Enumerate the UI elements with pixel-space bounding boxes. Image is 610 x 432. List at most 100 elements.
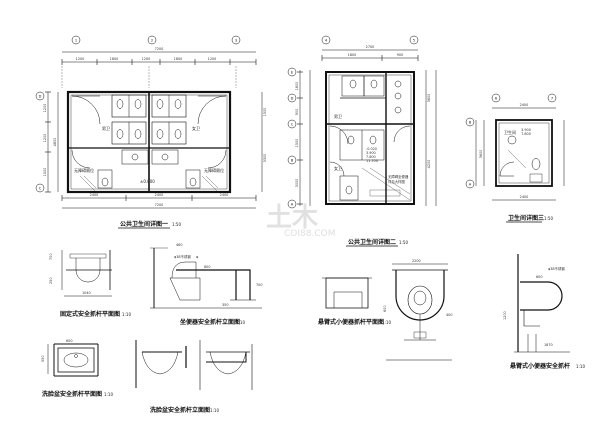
plan-1 bbox=[45, 51, 263, 209]
detail-2-title-text: 坐便器安全抓杆立面图 bbox=[180, 318, 240, 326]
axis-label: C bbox=[39, 186, 42, 190]
note-label: φ38不锈钢 bbox=[548, 266, 565, 271]
plan1-scale: 1:50 bbox=[172, 222, 181, 227]
watermark-logo-text: 土木 bbox=[266, 203, 318, 233]
plan-2 bbox=[297, 49, 437, 206]
axis-label: E bbox=[291, 70, 294, 74]
detail-2-title: 坐便器安全抓杆立面图 1:10 bbox=[180, 318, 245, 326]
axis-label: D bbox=[291, 96, 294, 100]
dim-text: 1800 bbox=[348, 53, 357, 57]
axis-label: A bbox=[469, 182, 472, 186]
level-label: 7.800 bbox=[366, 155, 376, 159]
axis-label: D bbox=[39, 94, 42, 98]
dim-text: 1800 bbox=[295, 82, 299, 91]
plan1-title-text: 公共卫生间详图一 bbox=[120, 220, 168, 228]
dim-text: 600 bbox=[536, 275, 542, 279]
detail-1-title-text: 固定式安全抓杆平面图 bbox=[60, 310, 120, 318]
axis-label: 6 bbox=[495, 96, 498, 100]
level-label: -0.020 bbox=[366, 147, 377, 151]
dim-text: 1500 bbox=[263, 108, 267, 117]
detail-6-title: 悬臂式小便器安全抓杆 1:10 bbox=[509, 362, 585, 370]
dim-text: 2700 bbox=[366, 45, 375, 49]
plan3-dimensions: 2400 2400 3600 卫生间 3.900 7.800 bbox=[479, 103, 531, 199]
watermark: 土木 COI88.COM bbox=[266, 203, 335, 239]
dim-text: 700 bbox=[49, 254, 53, 260]
detail-5-title-text: 悬臂式小便器抓杆平面图 bbox=[317, 318, 384, 326]
dim-text: 250 bbox=[49, 278, 53, 284]
dim-text: 3600 bbox=[427, 94, 431, 103]
detail-4-title-text: 洗脸盆安全抓杆立面图 bbox=[150, 406, 210, 414]
level-label: 11.700 bbox=[366, 159, 378, 163]
plan3-axis-labels: 6 7 B A bbox=[469, 96, 553, 186]
dim-text: 1200 bbox=[43, 134, 47, 143]
plan2-title-text: 公共卫生间详图二 bbox=[348, 238, 396, 246]
plan2-dimensions: 2700 1800 900 1800 900 1500 3000 3600 42… bbox=[295, 45, 431, 187]
plan3-axis-bubbles bbox=[465, 93, 557, 189]
detail-3-title: 洗脸盆安全抓杆平面图 1:10 bbox=[42, 390, 113, 398]
dim-text: 1200 bbox=[43, 104, 47, 113]
room-label: 卫生间 bbox=[504, 129, 516, 135]
plan3-title-text: 卫生间详图三 bbox=[508, 214, 544, 222]
detail-5-left bbox=[322, 277, 372, 309]
dim-text: 4800 bbox=[53, 138, 57, 147]
detail-3-dims: 600 550 bbox=[41, 339, 72, 362]
plan-3 bbox=[475, 107, 565, 201]
axis-label: 4 bbox=[325, 38, 328, 42]
detail-2-dims: 460 800 700 350 φ φ38不锈钢 bbox=[174, 243, 262, 307]
dim-text: 7200 bbox=[155, 203, 164, 207]
note-label: 无障碍坐便器 bbox=[388, 174, 409, 179]
dim-text: 4200 bbox=[427, 160, 431, 169]
dim-text: 550 bbox=[41, 356, 45, 362]
plan3-title: 卫生间详图三 1:50 bbox=[506, 214, 553, 223]
level-label: ±0.000 bbox=[140, 179, 155, 184]
detail-6 bbox=[514, 254, 570, 353]
dim-text: 1500 bbox=[295, 139, 299, 148]
axis-label: 7 bbox=[551, 96, 553, 100]
axis-label: 5 bbox=[413, 38, 415, 42]
dim-text: 700 bbox=[256, 283, 262, 287]
detail-5-scale: 1:10 bbox=[382, 320, 391, 325]
dim-text: 3600 bbox=[479, 150, 483, 159]
level-label: 3.900 bbox=[366, 151, 376, 155]
detail-1-title: 固定式安全抓杆平面图 1:10 bbox=[60, 310, 131, 318]
dim-text: 1200 bbox=[208, 57, 217, 61]
dim-text: 3300 bbox=[263, 154, 267, 163]
plan1-dimensions: 7200 1200 1800 1200 1800 1200 2400 2400 … bbox=[43, 47, 267, 207]
dim-text: 1870 bbox=[544, 343, 553, 347]
note-label: 无障碍厕位 bbox=[74, 167, 94, 173]
door-swing bbox=[71, 95, 101, 125]
axis-label: 3 bbox=[235, 38, 237, 42]
plan2-title: 公共卫生间详图二 1:50 bbox=[346, 238, 408, 247]
dim-text: 2400 bbox=[520, 103, 529, 107]
detail-1 bbox=[61, 250, 112, 297]
plan2-scale: 1:50 bbox=[399, 240, 408, 245]
dim-text: 2400 bbox=[90, 193, 99, 197]
plan2-outer-wall bbox=[325, 71, 415, 205]
axis-label: B bbox=[469, 120, 472, 124]
plan2-labels: 男卫 女卫 无障碍坐便器 详见大样图 -0.020 3.900 7.800 11… bbox=[334, 114, 409, 184]
level-label: 3.900 bbox=[521, 128, 531, 132]
dim-text: 800 bbox=[204, 265, 210, 269]
detail-3 bbox=[47, 343, 99, 377]
dim-text: 2400 bbox=[220, 193, 229, 197]
plan2-axis-bubbles bbox=[287, 35, 419, 209]
plan3-outer-wall bbox=[495, 119, 553, 187]
detail-2 bbox=[150, 247, 262, 309]
dim-text: 1800 bbox=[174, 57, 183, 61]
dim-text: 1040 bbox=[82, 291, 91, 295]
detail-2-scale: 1:10 bbox=[236, 320, 245, 325]
dim-text: 900 bbox=[397, 53, 403, 57]
dim-text: 460 bbox=[176, 243, 182, 247]
detail-3-title-text: 洗脸盆安全抓杆平面图 bbox=[42, 390, 102, 398]
dim-text: 2400 bbox=[520, 195, 529, 199]
axis-label: B bbox=[291, 158, 294, 162]
plan3-scale: 1:50 bbox=[544, 216, 553, 221]
dim-text: 1500 bbox=[43, 168, 47, 177]
dim-text: 600 bbox=[383, 306, 387, 312]
detail-5-elevation bbox=[386, 263, 452, 361]
dim-text: 1200 bbox=[142, 57, 151, 61]
level-label: 7.800 bbox=[521, 132, 531, 136]
detail-4-title: 洗脸盆安全抓杆立面图 1:10 bbox=[150, 406, 219, 414]
axis-label: A bbox=[291, 202, 294, 206]
dim-text: 2400 bbox=[155, 193, 164, 197]
